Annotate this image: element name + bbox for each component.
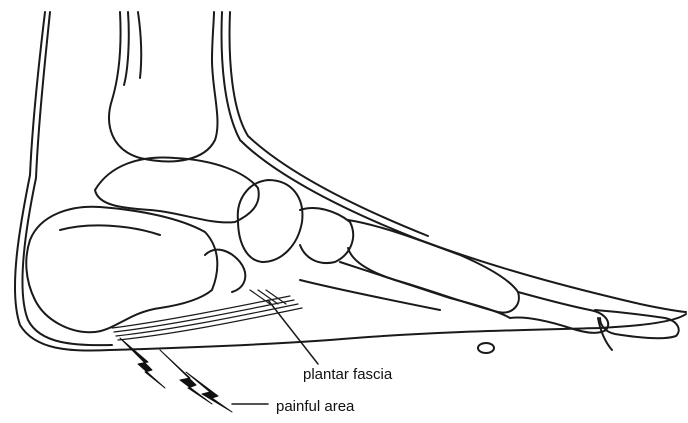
phalanx-bones	[478, 292, 679, 353]
tibia-fibula-bones	[109, 12, 217, 161]
metatarsal-bones	[300, 220, 519, 318]
leg-skin-outline	[15, 12, 686, 351]
painful-area-label: painful area	[276, 398, 354, 415]
plantar-fascia	[112, 290, 302, 340]
plantar-fascia-label: plantar fascia	[303, 366, 392, 383]
midfoot-bones	[205, 180, 353, 292]
calcaneus-bone	[26, 207, 217, 332]
talus-bone	[95, 157, 259, 222]
